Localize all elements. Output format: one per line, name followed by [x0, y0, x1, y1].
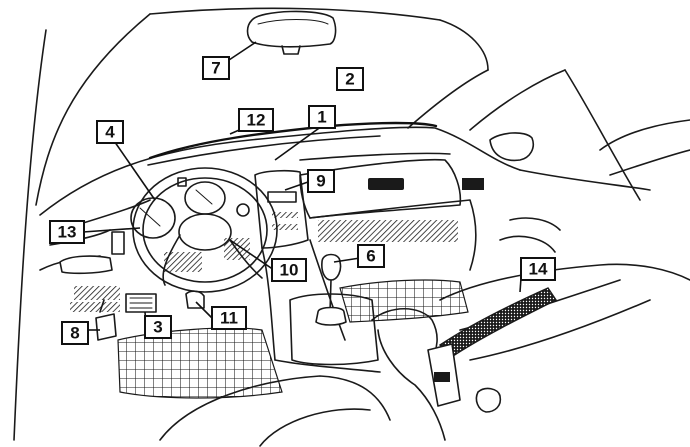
- label-12-text: 12: [247, 111, 266, 130]
- center-console: [254, 169, 381, 373]
- passenger-floor-mat: [339, 279, 469, 323]
- label-11: 11: [211, 306, 247, 330]
- label-6-text: 6: [366, 247, 375, 266]
- left-controls: [59, 231, 205, 313]
- door-details: [489, 132, 561, 253]
- glove-box: [299, 158, 484, 271]
- label-2: 2: [336, 67, 364, 91]
- pedals: [95, 299, 117, 341]
- label-9: 9: [307, 169, 335, 193]
- label-14-text: 14: [529, 260, 548, 279]
- label-10-text: 10: [280, 261, 299, 280]
- gear-shift: [289, 253, 379, 366]
- label-3-text: 3: [153, 318, 162, 337]
- label-1: 1: [308, 105, 336, 129]
- label-10: 10: [271, 258, 307, 282]
- label-14: 14: [520, 257, 556, 281]
- label-13: 13: [49, 220, 85, 244]
- label-7: 7: [202, 56, 230, 80]
- seat-belt: [427, 287, 558, 413]
- label-6: 6: [357, 244, 385, 268]
- label-11-text: 11: [220, 309, 238, 328]
- steering-wheel: [132, 167, 278, 293]
- dashboard: [39, 121, 651, 271]
- label-7-text: 7: [211, 59, 220, 78]
- label-4: 4: [96, 120, 124, 144]
- windshield-frame: [13, 7, 641, 441]
- label-13-text: 13: [58, 223, 77, 242]
- label-8-text: 8: [70, 324, 79, 343]
- label-3: 3: [144, 315, 172, 339]
- rearview-mirror: [246, 10, 337, 55]
- label-1-text: 1: [317, 108, 326, 127]
- label-9-text: 9: [316, 172, 325, 191]
- driver-floor-mat: [117, 327, 283, 399]
- label-8: 8: [61, 321, 89, 345]
- label-12: 12: [238, 108, 274, 132]
- label-4-text: 4: [105, 123, 115, 142]
- label-2-text: 2: [345, 70, 354, 89]
- driver-seat: [159, 375, 391, 447]
